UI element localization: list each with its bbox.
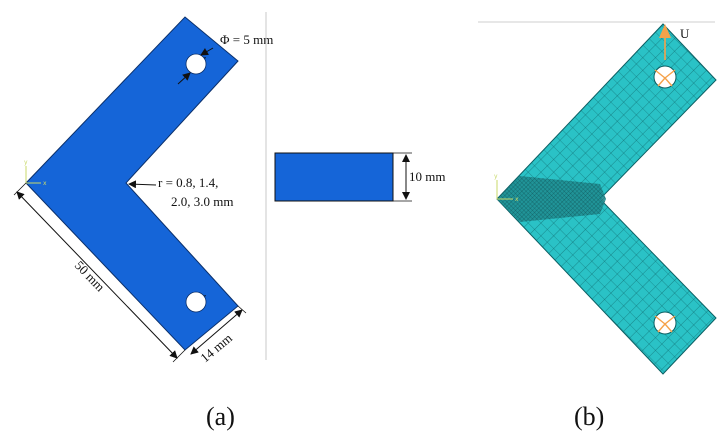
panel-a: • • y x Φ = 5 mm r = 0.8, 1.4, 2.0, 3.0 …	[13, 12, 445, 431]
hole-marker: •	[204, 56, 206, 62]
radius-label-line2: 2.0, 3.0 mm	[171, 194, 233, 209]
length-dimension-line	[16, 191, 178, 359]
length-extension-top	[13, 182, 27, 196]
diameter-leader	[200, 47, 214, 56]
svg-text:y: y	[24, 159, 28, 166]
caption-a: (a)	[206, 402, 235, 431]
cross-section-rect	[274, 152, 394, 202]
svg-text:y: y	[494, 173, 498, 180]
diameter-leader	[177, 72, 191, 85]
axis-triad-icon: y x	[494, 173, 519, 203]
hole-marker: •	[204, 294, 206, 300]
thickness-label: 10 mm	[409, 169, 445, 184]
refined-mesh-zone	[497, 176, 606, 222]
hole-diameter-label: Φ = 5 mm	[220, 32, 273, 47]
length-extension-bottom	[172, 349, 186, 363]
boundary-condition-icon	[654, 315, 676, 333]
svg-text:x: x	[43, 180, 47, 187]
axis-triad-icon: y x	[24, 159, 47, 187]
radius-leader	[128, 180, 157, 189]
load-label: U	[680, 26, 690, 41]
lower-hole	[185, 291, 207, 313]
caption-b: (b)	[574, 402, 604, 431]
width-dimension-line	[190, 309, 243, 355]
radius-label-line1: r = 0.8, 1.4,	[158, 175, 218, 190]
panel-b: U y x (b)	[478, 21, 717, 431]
boundary-condition-icon	[654, 69, 676, 87]
upper-hole	[185, 53, 207, 75]
load-arrow-icon	[659, 24, 671, 60]
svg-text:x: x	[515, 196, 519, 203]
